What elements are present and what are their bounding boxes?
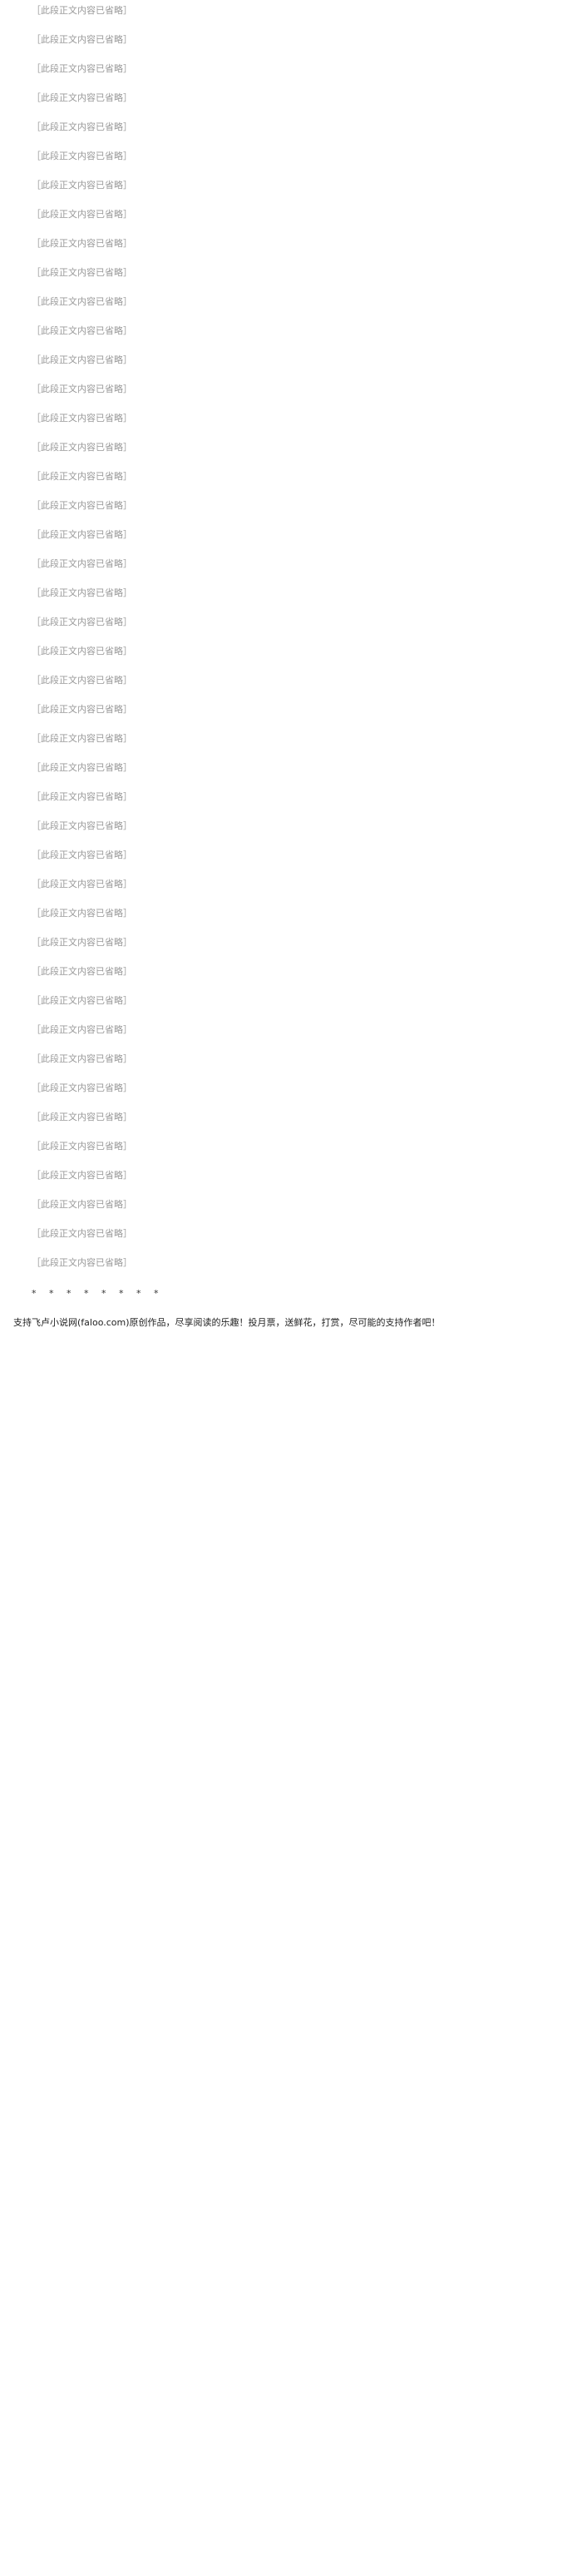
publisher-footer: 支持飞卢小说网(faloo.com)原创作品，尽享阅读的乐趣！投月票，送鲜花，打…	[13, 1317, 441, 1328]
story-paragraph: ［此段正文内容已省略］	[32, 762, 132, 773]
chapter-body: ［此段正文内容已省略］ ［此段正文内容已省略］ ［此段正文内容已省略］ ［此段正文内容…	[13, 3, 565, 1328]
story-paragraph: ［此段正文内容已省略］	[32, 1082, 132, 1093]
story-paragraph: ［此段正文内容已省略］	[32, 92, 132, 103]
story-paragraph: ［此段正文内容已省略］	[32, 354, 132, 365]
story-paragraph: ［此段正文内容已省略］	[32, 296, 132, 307]
section-separator: * * * * * * * *	[32, 1288, 164, 1299]
story-paragraph: ［此段正文内容已省略］	[32, 879, 132, 889]
story-paragraph: ［此段正文内容已省略］	[32, 151, 132, 161]
story-paragraph: ［此段正文内容已省略］	[32, 209, 132, 220]
story-paragraph: ［此段正文内容已省略］	[32, 442, 132, 453]
story-paragraph: ［此段正文内容已省略］	[32, 791, 132, 802]
story-paragraph: ［此段正文内容已省略］	[32, 1228, 132, 1239]
story-paragraph: ［此段正文内容已省略］	[32, 587, 132, 598]
story-paragraph: ［此段正文内容已省略］	[32, 966, 132, 977]
story-paragraph: ［此段正文内容已省略］	[32, 1199, 132, 1210]
story-paragraph: ［此段正文内容已省略］	[32, 937, 132, 948]
story-paragraph: ［此段正文内容已省略］	[32, 1112, 132, 1122]
story-paragraph: ［此段正文内容已省略］	[32, 5, 132, 16]
story-paragraph: ［此段正文内容已省略］	[32, 733, 132, 744]
paragraph-list: ［此段正文内容已省略］ ［此段正文内容已省略］ ［此段正文内容已省略］ ［此段正文内容…	[13, 3, 565, 1270]
story-paragraph: ［此段正文内容已省略］	[32, 529, 132, 540]
story-paragraph: ［此段正文内容已省略］	[32, 413, 132, 424]
story-paragraph: ［此段正文内容已省略］	[32, 675, 132, 686]
story-paragraph: ［此段正文内容已省略］	[32, 63, 132, 74]
story-paragraph: ［此段正文内容已省略］	[32, 1170, 132, 1181]
story-paragraph: ［此段正文内容已省略］	[32, 646, 132, 656]
story-paragraph: ［此段正文内容已省略］	[32, 325, 132, 336]
story-paragraph: ［此段正文内容已省略］	[32, 995, 132, 1006]
story-paragraph: ［此段正文内容已省略］	[32, 267, 132, 278]
story-paragraph: ［此段正文内容已省略］	[32, 558, 132, 569]
story-paragraph: ［此段正文内容已省略］	[32, 617, 132, 627]
story-paragraph: ［此段正文内容已省略］	[32, 850, 132, 860]
story-paragraph: ［此段正文内容已省略］	[32, 1257, 132, 1268]
story-paragraph: ［此段正文内容已省略］	[32, 238, 132, 249]
story-paragraph: ［此段正文内容已省略］	[32, 1053, 132, 1064]
story-paragraph: ［此段正文内容已省略］	[32, 1141, 132, 1152]
story-paragraph: ［此段正文内容已省略］	[32, 820, 132, 831]
story-paragraph: ［此段正文内容已省略］	[32, 34, 132, 45]
story-paragraph: ［此段正文内容已省略］	[32, 704, 132, 715]
story-paragraph: ［此段正文内容已省略］	[32, 121, 132, 132]
story-paragraph: ［此段正文内容已省略］	[32, 908, 132, 919]
story-paragraph: ［此段正文内容已省略］	[32, 384, 132, 394]
story-paragraph: ［此段正文内容已省略］	[32, 471, 132, 482]
story-paragraph: ［此段正文内容已省略］	[32, 180, 132, 191]
story-paragraph: ［此段正文内容已省略］	[32, 500, 132, 511]
story-paragraph: ［此段正文内容已省略］	[32, 1024, 132, 1035]
